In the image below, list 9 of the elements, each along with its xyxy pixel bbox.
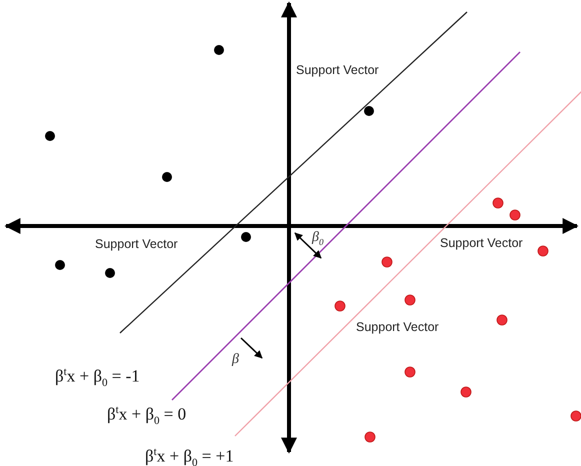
equation-label: β$^{t}$x + β$_{0}$ = +1 (145, 446, 234, 466)
support-vector-label: Support Vector (296, 64, 379, 78)
symbol-label: β$_{0}$ (312, 230, 324, 247)
support-vector-label: Support Vector (95, 238, 178, 252)
support-vector-label: Support Vector (440, 237, 523, 251)
equation-label: β$^{t}$x + β$_{0}$ = 0 (107, 404, 186, 428)
support-vector-label: Support Vector (356, 321, 439, 335)
equation-label: β$^{t}$x + β$_{0}$ = -1 (55, 366, 140, 390)
symbol-label: β (232, 352, 239, 368)
